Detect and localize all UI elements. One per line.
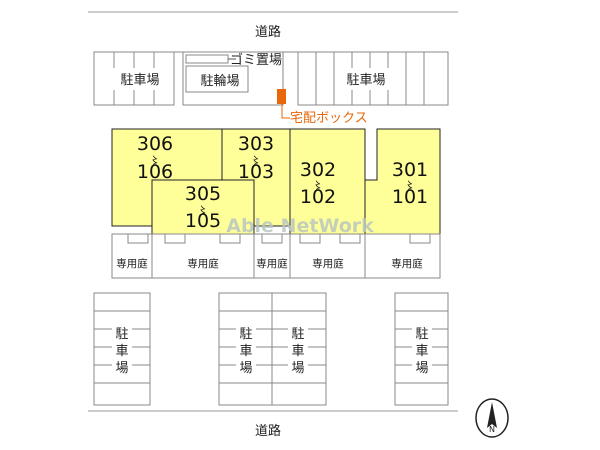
unit-103-label: 103 — [238, 161, 274, 183]
compass-letter: N — [489, 425, 495, 434]
svg-text:〻: 〻 — [198, 205, 208, 217]
unit-305-label: 305 — [185, 183, 221, 205]
parking-label-top-right: 駐車場 — [346, 73, 385, 88]
svg-text:〻: 〻 — [150, 155, 160, 167]
parking-label-bottom-3: 駐車場 — [291, 327, 304, 376]
bicycle-parking-area: 駐輪場 ゴミ置場 — [182, 51, 284, 106]
parking-label-bottom-2: 駐車場 — [239, 327, 252, 376]
bottom-road-label: 道路 — [255, 423, 281, 439]
building — [111, 128, 441, 235]
svg-text:〻: 〻 — [405, 180, 415, 192]
parking-bottom — [93, 292, 449, 406]
unit-101-label: 101 — [392, 186, 428, 208]
garden-label-2: 専用庭 — [187, 257, 219, 270]
svg-text:〻: 〻 — [251, 155, 261, 167]
bicycle-parking-label: 駐輪場 — [200, 73, 239, 89]
delivery-box — [277, 89, 286, 104]
delivery-box-label: 宅配ボックス — [290, 111, 368, 126]
parking-label-top-left: 駐車場 — [120, 73, 159, 88]
watermark: Able NetWork — [226, 215, 374, 237]
garden-label-1: 専用庭 — [116, 257, 148, 270]
unit-302-102 — [289, 128, 366, 235]
top-road-label: 道路 — [255, 24, 281, 40]
garden-label-3: 専用庭 — [256, 257, 288, 270]
unit-302-label: 302 — [300, 159, 336, 181]
garden-label-4: 専用庭 — [312, 257, 344, 270]
private-gardens: 専用庭 専用庭 専用庭 専用庭 専用庭 — [111, 233, 441, 279]
parking-label-bottom-1: 駐車場 — [115, 327, 128, 376]
unit-301-101 — [364, 128, 441, 235]
garbage-label: ゴミ置場 — [230, 52, 282, 68]
parking-top-right: 駐車場 — [297, 51, 449, 106]
unit-303-label: 303 — [238, 133, 274, 155]
unit-102-label: 102 — [300, 186, 336, 208]
unit-106-label: 106 — [137, 161, 173, 183]
unit-301-label: 301 — [392, 159, 428, 181]
north-arrow-icon: N — [475, 398, 509, 438]
garden-label-5: 専用庭 — [391, 257, 423, 270]
unit-306-label: 306 — [137, 133, 173, 155]
svg-text:〻: 〻 — [313, 180, 323, 192]
parking-label-bottom-4: 駐車場 — [415, 327, 428, 376]
unit-305-105 — [151, 179, 255, 235]
parking-top-left: 駐車場 — [93, 51, 175, 106]
unit-105-label: 105 — [185, 210, 221, 232]
